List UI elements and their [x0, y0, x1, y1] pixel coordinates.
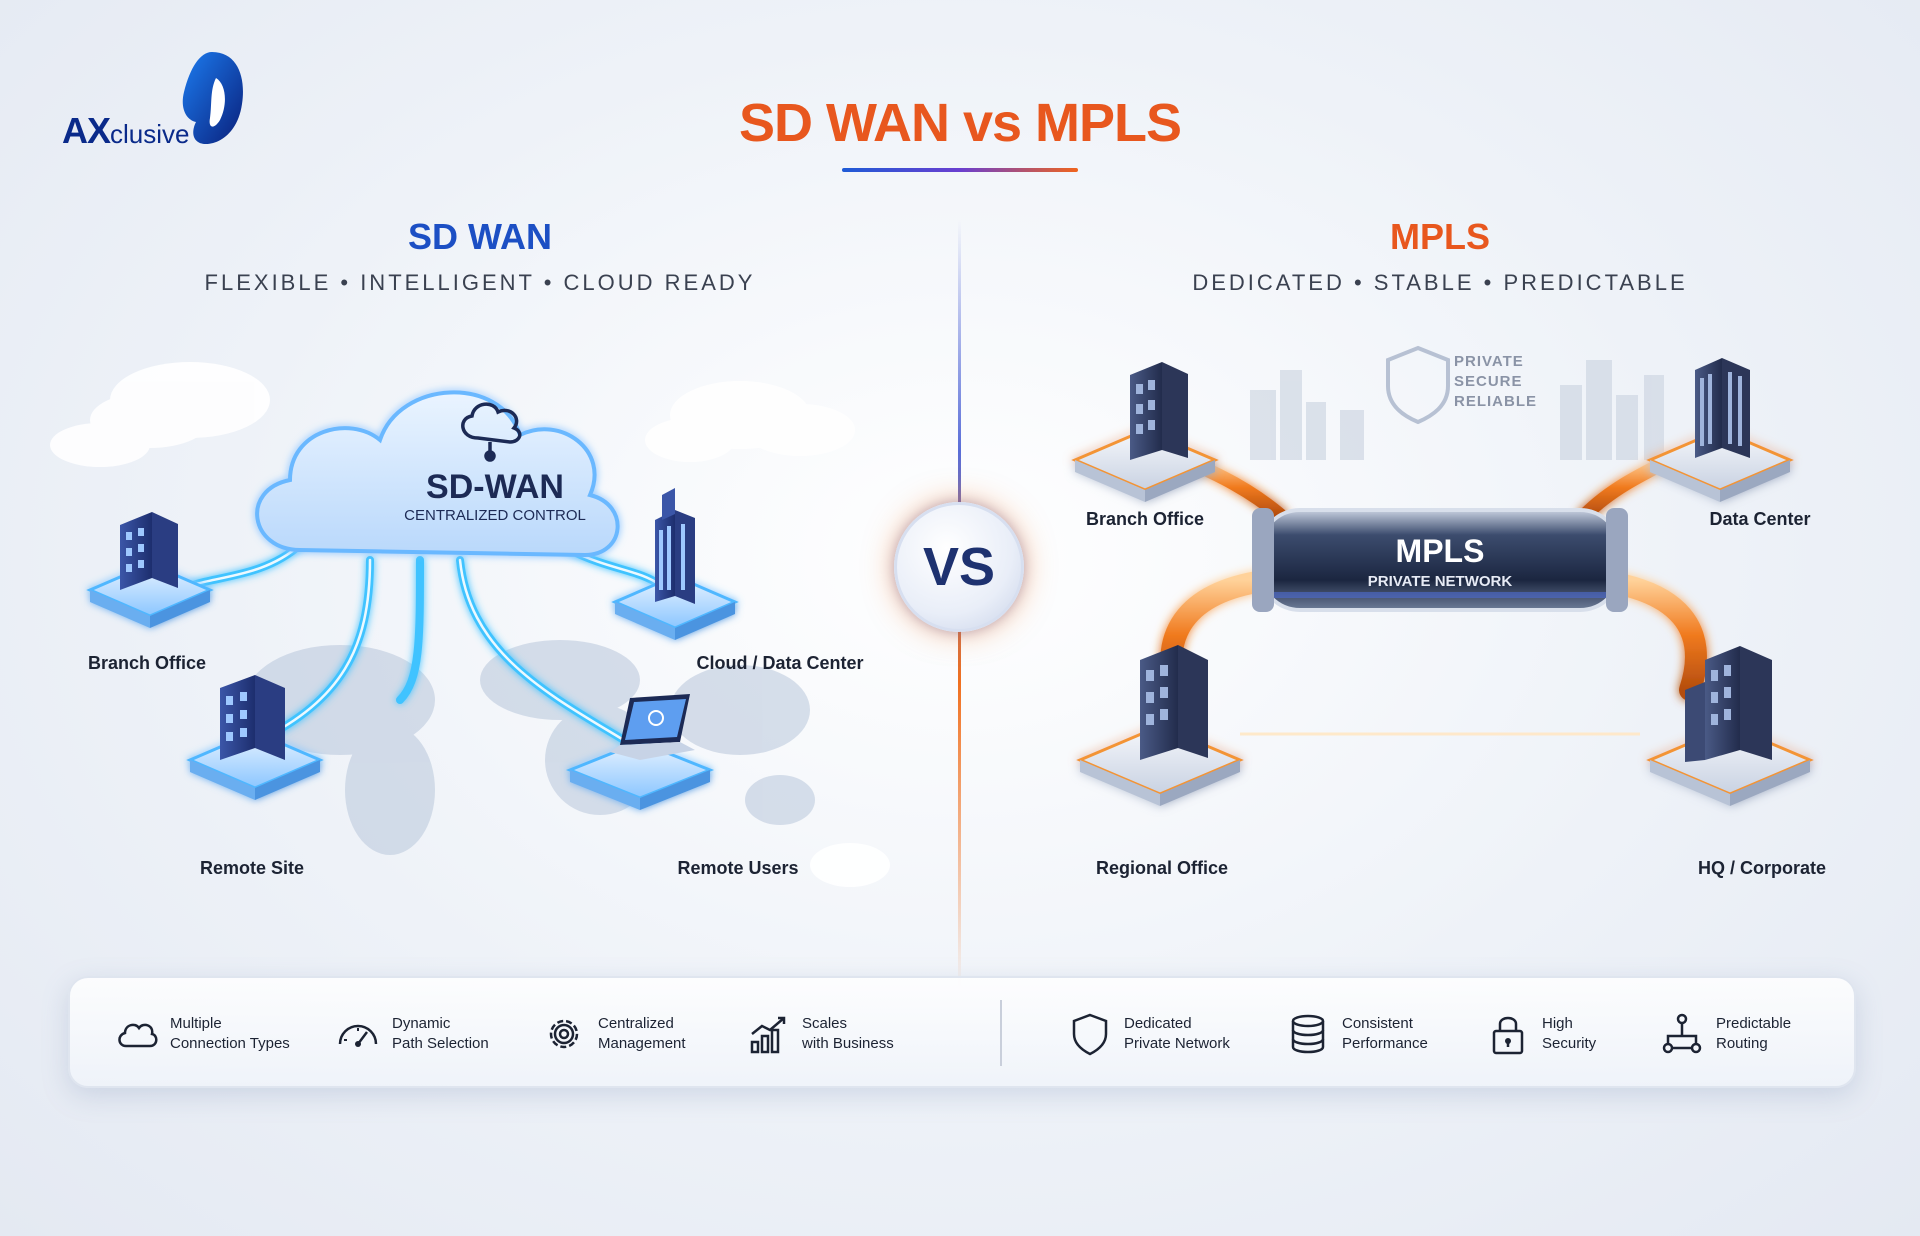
sdwan-node-label: Remote Site — [200, 858, 304, 878]
sdwan-node-label: Branch Office — [88, 653, 206, 673]
feature-line1: Predictable — [1716, 1015, 1792, 1032]
logo-swirl-icon — [182, 52, 243, 144]
gear-icon — [549, 1019, 579, 1049]
cloud-title: SD-WAN — [426, 468, 564, 506]
feature-line1: Centralized — [598, 1015, 674, 1032]
database-icon — [1291, 1014, 1325, 1054]
feature-line2: Private Network — [1124, 1035, 1230, 1052]
shield-line: SECURE — [1454, 373, 1523, 390]
laptop-icon — [610, 694, 695, 760]
vs-badge: VS — [894, 502, 1024, 632]
feature-line2: with Business — [802, 1035, 894, 1052]
logo-wordmark: AXclusive — [62, 110, 190, 151]
brand-logo: AXclusive — [58, 48, 258, 158]
mpls-tube — [1252, 508, 1628, 612]
routing-icon — [1662, 1013, 1702, 1054]
sdwan-cloud — [255, 390, 620, 558]
building-icon — [1130, 362, 1188, 460]
speedometer-icon — [338, 1024, 378, 1047]
title-underline — [842, 168, 1078, 172]
mpls-node-label: Regional Office — [1096, 858, 1228, 878]
feature-item: Scales with Business — [744, 1004, 894, 1064]
shield-icon — [1072, 1013, 1108, 1056]
tower-icon — [655, 488, 695, 604]
feature-line1: Dedicated — [1124, 1015, 1192, 1032]
feature-line2: Routing — [1716, 1035, 1768, 1052]
growth-chart-icon — [750, 1016, 786, 1054]
server-icon — [1695, 358, 1750, 458]
feature-line1: Scales — [802, 1015, 848, 1032]
mpls-node-label: HQ / Corporate — [1698, 858, 1826, 878]
sdwan-heading: SD WAN — [408, 216, 552, 257]
sdwan-node-label: Cloud / Data Center — [696, 653, 863, 673]
background-clouds — [50, 362, 890, 887]
city-skyline — [1250, 360, 1664, 460]
mpls-heading: MPLS — [1389, 216, 1490, 257]
shield-line: RELIABLE — [1454, 393, 1537, 410]
shield-line: PRIVATE — [1454, 353, 1524, 370]
sdwan-subtitle: FLEXIBLE • INTELLIGENT • CLOUD READY — [204, 270, 756, 295]
mpls-subtitle: DEDICATED • STABLE • PREDICTABLE — [1192, 270, 1688, 295]
feature-line2: Connection Types — [170, 1035, 290, 1052]
mpls-node-platforms — [1071, 428, 1814, 806]
cloud-icon — [118, 1023, 158, 1048]
cloud-network-icon — [461, 402, 522, 462]
page-title: SD WAN vs MPLS — [738, 93, 1182, 153]
building-icon — [1140, 645, 1208, 760]
tube-title: MPLS — [1396, 533, 1485, 569]
feature-line1: Consistent — [1342, 1015, 1413, 1032]
vs-label: VS — [922, 537, 996, 597]
building-icon — [120, 512, 178, 590]
feature-line2: Management — [598, 1035, 686, 1052]
sdwan-diagram: SD-WAN CENTRALIZED CONTROL — [50, 362, 890, 887]
mpls-diagram: PRIVATE SECURE RELIABLE MPLS PRIVATE NET… — [1071, 345, 1826, 878]
mpls-node-label: Branch Office — [1086, 509, 1204, 529]
feature-line1: High — [1542, 1015, 1573, 1032]
feature-line2: Path Selection — [392, 1035, 489, 1052]
shield-icon — [1386, 345, 1450, 425]
feature-line1: Dynamic — [392, 1015, 451, 1032]
sdwan-node-platforms — [86, 562, 739, 810]
tube-subtitle: PRIVATE NETWORK — [1368, 573, 1513, 590]
cloud-subtitle: CENTRALIZED CONTROL — [404, 507, 586, 524]
building-icon — [1685, 646, 1772, 762]
mpls-node-label: Data Center — [1709, 509, 1810, 529]
lock-icon — [1492, 1016, 1524, 1055]
building-icon — [220, 675, 285, 760]
feature-divider — [1000, 1000, 1002, 1066]
sdwan-node-label: Remote Users — [677, 858, 798, 878]
feature-line2: Security — [1542, 1035, 1597, 1052]
world-map — [245, 640, 815, 855]
feature-line2: Performance — [1342, 1035, 1428, 1052]
feature-line1: Multiple — [170, 1015, 222, 1032]
